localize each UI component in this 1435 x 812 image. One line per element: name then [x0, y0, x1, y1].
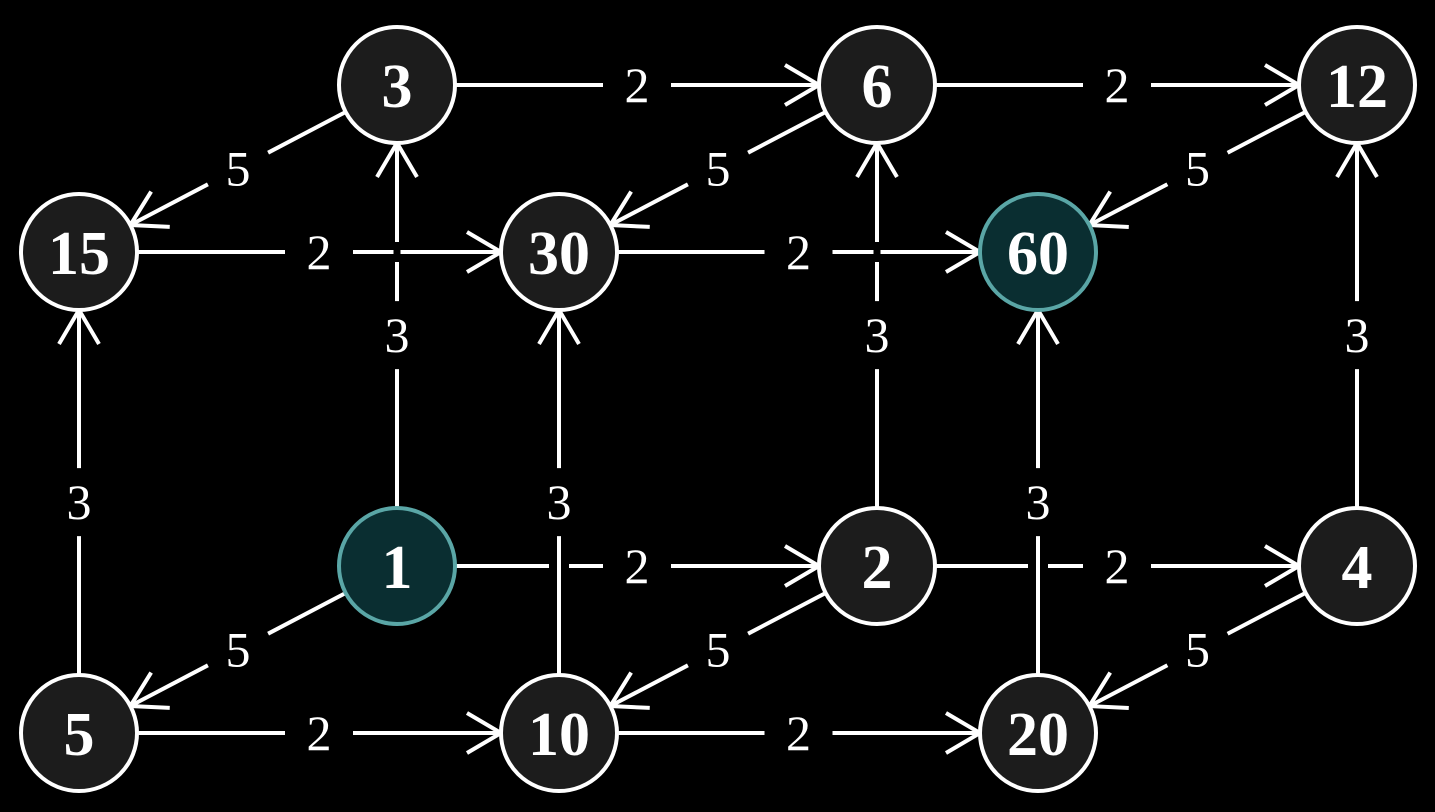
edge-line-segment: [129, 663, 209, 708]
edge-weight-label: 3: [865, 307, 890, 363]
node-label: 15: [48, 220, 110, 288]
node-label: 60: [1007, 220, 1069, 288]
edge-line-segment: [747, 591, 827, 636]
edge-line-segment: [1226, 110, 1307, 155]
edge-n10-to-n30: 3: [537, 306, 581, 675]
node-label: 12: [1326, 53, 1388, 121]
node-circle: [19, 192, 139, 312]
edge-line-segment: [747, 110, 827, 155]
edge-weight-label: 3: [547, 474, 572, 530]
highlighted-node-circle: [978, 192, 1098, 312]
edge-weight-label: 5: [706, 622, 731, 678]
edge-weight-label: 2: [625, 57, 650, 113]
node-60: 60: [978, 192, 1098, 312]
edge-weight-label: 3: [385, 307, 410, 363]
edge-weight-label: 5: [1185, 141, 1210, 197]
edge-weight-label: 2: [307, 224, 332, 280]
node-circle: [817, 25, 937, 145]
edge-weight-label: 2: [307, 705, 332, 761]
node-label: 5: [64, 701, 95, 769]
edge-weight-label: 5: [1185, 622, 1210, 678]
node-label: 4: [1342, 534, 1373, 602]
edge-n3-to-n15: 5: [126, 110, 347, 229]
node-label: 1: [382, 534, 413, 602]
edge-n3-to-n6: 2: [455, 57, 823, 113]
edge-line-segment: [267, 591, 347, 636]
edge-n12-to-n60: 5: [1085, 110, 1307, 230]
edge-line-segment: [1088, 182, 1169, 227]
node-circle: [817, 506, 937, 626]
edge-n2-to-n10: 5: [606, 591, 827, 710]
node-6: 6: [817, 25, 937, 145]
edge-line-segment: [129, 182, 209, 227]
edge-line-segment: [1088, 663, 1169, 708]
node-5: 5: [19, 673, 139, 793]
node-circle: [1297, 506, 1417, 626]
node-10: 10: [499, 673, 619, 793]
node-label: 30: [528, 220, 590, 288]
edge-weight-label: 3: [1345, 307, 1370, 363]
edge-n5-to-n10: 2: [137, 705, 505, 761]
highlighted-node-circle: [337, 506, 457, 626]
edge-n1-to-n3: 3: [375, 139, 419, 508]
node-label: 10: [528, 701, 590, 769]
edge-line-segment: [609, 182, 689, 227]
edge-weight-label: 2: [625, 538, 650, 594]
node-circle: [1297, 25, 1417, 145]
edge-line-segment: [609, 663, 689, 708]
edge-n4-to-n20: 5: [1085, 591, 1307, 711]
edge-weight-label: 2: [1105, 538, 1130, 594]
edge-n4-to-n12: 3: [1335, 139, 1379, 508]
edge-line-segment: [267, 110, 347, 155]
edge-weight-label: 5: [706, 141, 731, 197]
edge-n15-to-n30: 2: [137, 224, 505, 280]
edge-weight-label: 2: [1105, 57, 1130, 113]
edge-n6-to-n12: 2: [935, 57, 1303, 113]
edge-weight-label: 3: [67, 474, 92, 530]
node-4: 4: [1297, 506, 1417, 626]
node-circle: [337, 25, 457, 145]
node-12: 12: [1297, 25, 1417, 145]
edge-n20-to-n60: 3: [1016, 306, 1060, 675]
node-label: 2: [862, 534, 893, 602]
edge-line-segment: [1226, 591, 1307, 636]
node-15: 15: [19, 192, 139, 312]
edge-n1-to-n2: 2: [455, 538, 823, 594]
node-label: 6: [862, 53, 893, 121]
node-label: 3: [382, 53, 413, 121]
node-1: 1: [337, 506, 457, 626]
node-label: 20: [1007, 701, 1069, 769]
edge-n5-to-n15: 3: [57, 306, 101, 675]
edge-weight-label: 5: [226, 141, 251, 197]
edge-weight-label: 3: [1026, 474, 1051, 530]
edge-n1-to-n5: 5: [126, 591, 347, 710]
edge-n2-to-n4: 2: [935, 538, 1303, 594]
node-circle: [19, 673, 139, 793]
node-circle: [499, 192, 619, 312]
node-30: 30: [499, 192, 619, 312]
node-circle: [978, 673, 1098, 793]
node-3: 3: [337, 25, 457, 145]
edge-weight-label: 5: [226, 622, 251, 678]
node-circle: [499, 673, 619, 793]
edge-weight-label: 2: [786, 224, 811, 280]
edge-n2-to-n6: 3: [855, 139, 899, 508]
edge-weight-label: 2: [786, 705, 811, 761]
node-20: 20: [978, 673, 1098, 793]
edge-n30-to-n60: 2: [617, 224, 984, 280]
edge-n10-to-n20: 2: [617, 705, 984, 761]
node-2: 2: [817, 506, 937, 626]
edge-n6-to-n30: 5: [606, 110, 827, 229]
